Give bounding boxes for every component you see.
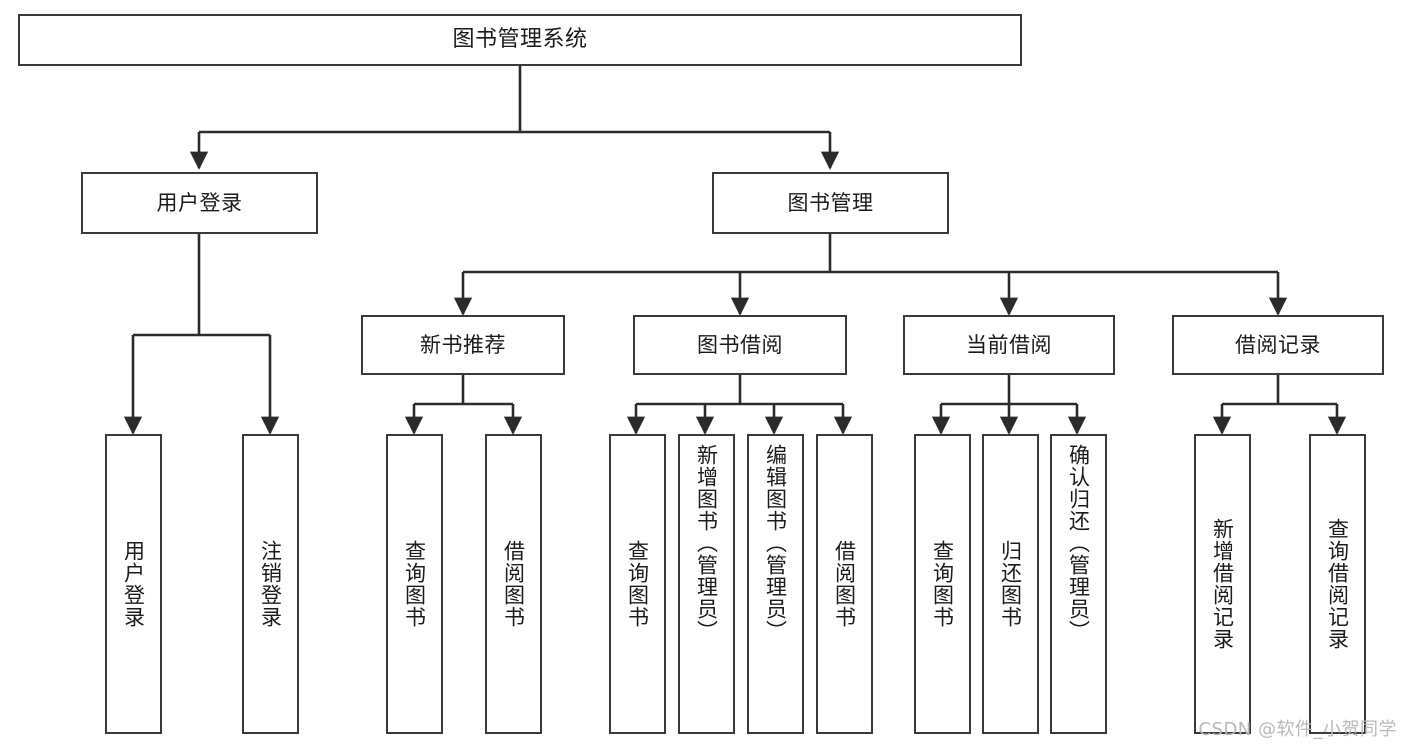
node-current-borrow[interactable]: 当前借阅: [903, 315, 1115, 375]
node-leaf-return-book-label: 归还图书: [998, 540, 1023, 628]
node-leaf-query-book-1-label: 查询图书: [402, 540, 427, 628]
node-root[interactable]: 图书管理系统: [18, 14, 1022, 66]
node-leaf-logout[interactable]: 注销登录: [242, 434, 299, 734]
node-leaf-query-record[interactable]: 查询借阅记录: [1309, 434, 1366, 734]
node-leaf-user-login-label: 用户登录: [121, 540, 146, 628]
node-leaf-edit-book[interactable]: 编辑图书（管理员）: [747, 434, 804, 734]
watermark: CSDN @软件_小贺同学: [1198, 719, 1397, 740]
node-leaf-add-record[interactable]: 新增借阅记录: [1194, 434, 1251, 734]
node-root-label: 图书管理系统: [452, 27, 588, 53]
node-leaf-borrow-book-1[interactable]: 借阅图书: [485, 434, 542, 734]
node-new-book-rec-label: 新书推荐: [420, 332, 506, 357]
node-book-manage-label: 图书管理: [787, 190, 874, 215]
node-user-login-label: 用户登录: [156, 190, 243, 215]
node-borrow-record-label: 借阅记录: [1235, 332, 1321, 357]
node-leaf-return-book[interactable]: 归还图书: [982, 434, 1039, 734]
node-leaf-user-login[interactable]: 用户登录: [105, 434, 162, 734]
node-leaf-query-book-2[interactable]: 查询图书: [609, 434, 666, 734]
node-leaf-confirm-return[interactable]: 确认归还（管理员）: [1050, 434, 1107, 734]
node-leaf-query-book-1[interactable]: 查询图书: [386, 434, 443, 734]
node-leaf-logout-label: 注销登录: [258, 540, 283, 628]
node-leaf-borrow-book-1-label: 借阅图书: [501, 540, 526, 628]
node-leaf-add-record-label: 新增借阅记录: [1210, 518, 1235, 650]
node-leaf-query-book-3-label: 查询图书: [930, 540, 955, 628]
node-borrow-record[interactable]: 借阅记录: [1172, 315, 1384, 375]
node-leaf-query-book-2-label: 查询图书: [625, 540, 650, 628]
node-leaf-add-book-label: 新增图书（管理员）: [694, 444, 719, 642]
node-leaf-borrow-book-2-label: 借阅图书: [832, 540, 857, 628]
node-leaf-confirm-return-label: 确认归还（管理员）: [1066, 444, 1091, 642]
node-user-login[interactable]: 用户登录: [81, 172, 318, 234]
node-leaf-add-book[interactable]: 新增图书（管理员）: [678, 434, 735, 734]
node-book-borrow-label: 图书借阅: [697, 332, 783, 357]
node-new-book-rec[interactable]: 新书推荐: [361, 315, 565, 375]
node-leaf-query-book-3[interactable]: 查询图书: [914, 434, 971, 734]
node-book-manage[interactable]: 图书管理: [712, 172, 949, 234]
node-book-borrow[interactable]: 图书借阅: [633, 315, 847, 375]
node-leaf-query-record-label: 查询借阅记录: [1325, 518, 1350, 650]
node-leaf-borrow-book-2[interactable]: 借阅图书: [816, 434, 873, 734]
node-leaf-edit-book-label: 编辑图书（管理员）: [763, 444, 788, 642]
node-current-borrow-label: 当前借阅: [966, 332, 1052, 357]
